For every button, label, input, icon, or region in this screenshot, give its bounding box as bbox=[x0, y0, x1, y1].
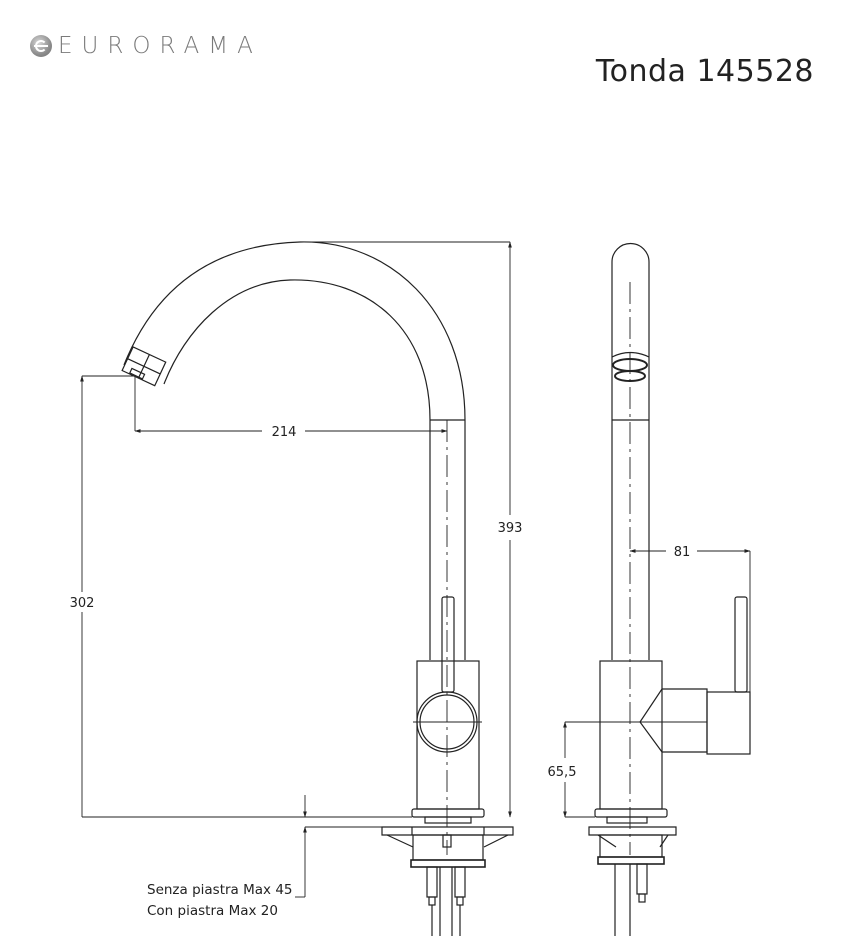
spout-outer-edge bbox=[123, 241, 466, 660]
mixer-body bbox=[416, 660, 480, 810]
dim-spout-reach: 214 bbox=[272, 425, 297, 440]
note-with-plate: Con piastra Max 20 bbox=[147, 903, 278, 919]
product-title: Tonda 145528 bbox=[595, 54, 814, 89]
brand-logo: EURORAMA bbox=[30, 31, 262, 61]
lever-handle bbox=[441, 596, 455, 693]
front-view: 214 393 302 Senza piastra Max 45 Con pia… bbox=[70, 241, 523, 936]
lever-handle-side bbox=[734, 596, 748, 693]
side-view: 81 65,5 bbox=[548, 242, 751, 936]
mixer-body-side bbox=[599, 660, 663, 810]
aerator bbox=[121, 346, 167, 387]
note-without-plate: Senza piastra Max 45 bbox=[147, 882, 293, 898]
brand-name: EURORAMA bbox=[58, 33, 262, 59]
eurorama-logo-icon bbox=[30, 35, 52, 57]
dim-lever-axis-height: 65,5 bbox=[548, 765, 577, 780]
spout-inner-edge bbox=[163, 279, 431, 660]
spout-side bbox=[611, 242, 650, 660]
dim-outlet-height: 302 bbox=[70, 596, 95, 611]
dim-lever-depth: 81 bbox=[674, 545, 691, 560]
dim-total-height: 393 bbox=[498, 521, 523, 536]
